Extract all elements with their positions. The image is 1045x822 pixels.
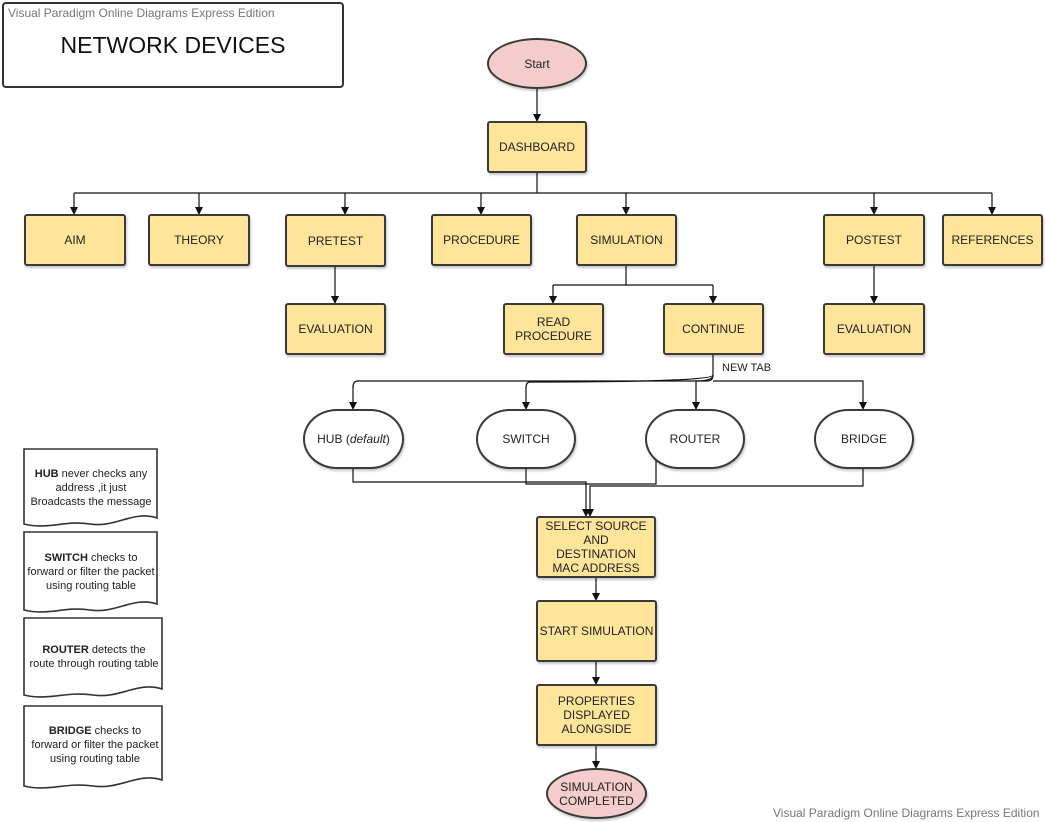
theory-node: THEORY xyxy=(148,214,250,266)
hub-node: HUB (default) xyxy=(303,409,404,469)
posttest-node: POSTEST xyxy=(823,214,925,266)
note-router-text: detects the route through routing table xyxy=(29,644,159,670)
note-shapes xyxy=(23,448,163,789)
note-shape-router xyxy=(23,617,163,698)
hub-default-note: default xyxy=(349,432,386,446)
start-node: Start xyxy=(487,38,587,89)
read-procedure-node: READ PROCEDURE xyxy=(503,303,604,355)
watermark-bottom: Visual Paradigm Online Diagrams Express … xyxy=(773,806,1040,820)
watermark-top: Visual Paradigm Online Diagrams Express … xyxy=(8,6,275,20)
properties-node: PROPERTIES DISPLAYED ALONGSIDE xyxy=(536,684,657,746)
pretest-node: PRETEST xyxy=(285,214,386,267)
note-router: ROUTER detects the route through routing… xyxy=(26,628,162,686)
references-node: REFERENCES xyxy=(942,214,1043,266)
note-hub-text: never checks any address ,it just Broadc… xyxy=(30,468,152,508)
note-bridge-text: checks to forward or filter the packet u… xyxy=(31,725,159,765)
edge-bridge-merge xyxy=(586,469,864,517)
edge-simulation-split xyxy=(553,266,713,286)
note-router-bold: ROUTER xyxy=(42,644,89,656)
edge-dashboard-bus xyxy=(74,173,992,194)
edge-to-bridge xyxy=(713,380,867,410)
diagram-title: NETWORK DEVICES xyxy=(60,32,286,58)
continue-node: CONTINUE xyxy=(663,303,764,355)
note-switch-bold: SWITCH xyxy=(44,552,88,564)
edge-label-new-tab: NEW TAB xyxy=(722,362,772,374)
edge-switch-merge xyxy=(525,469,588,485)
note-bridge-bold: BRIDGE xyxy=(48,725,92,737)
router-node: ROUTER xyxy=(645,409,745,469)
edge-to-switch xyxy=(522,374,714,410)
note-bridge: BRIDGE checks to forward or filter the p… xyxy=(28,712,162,778)
note-hub: HUB never checks any address ,it just Br… xyxy=(24,458,158,518)
edge-to-router xyxy=(692,374,714,410)
start-simulation-node: START SIMULATION xyxy=(536,600,657,662)
edge-hub-merge xyxy=(352,469,590,517)
simulation-completed-node: SIMULATION COMPLETED xyxy=(546,768,647,819)
title-frame: Visual Paradigm Online Diagrams Express … xyxy=(2,2,344,88)
note-switch-text: checks to forward or filter the packet u… xyxy=(27,552,155,592)
posttest-evaluation-node: EVALUATION xyxy=(823,303,925,355)
pretest-evaluation-node: EVALUATION xyxy=(285,303,386,355)
hub-label: HUB xyxy=(317,432,343,446)
note-switch: SWITCH checks to forward or filter the p… xyxy=(24,540,158,604)
procedure-node: PROCEDURE xyxy=(431,214,532,266)
note-hub-bold: HUB xyxy=(34,468,59,480)
switch-node: SWITCH xyxy=(476,409,576,469)
edge-router-merge xyxy=(588,460,657,485)
aim-node: AIM xyxy=(24,214,126,266)
simulation-node: SIMULATION xyxy=(576,214,677,266)
note-shape-hub xyxy=(23,448,158,527)
dashboard-node: DASHBOARD xyxy=(487,121,587,173)
note-shape-switch xyxy=(23,531,158,613)
note-shape-bridge xyxy=(23,705,163,789)
select-mac-node: SELECT SOURCE AND DESTINATION MAC ADDRES… xyxy=(536,516,656,578)
bridge-node: BRIDGE xyxy=(814,409,914,469)
